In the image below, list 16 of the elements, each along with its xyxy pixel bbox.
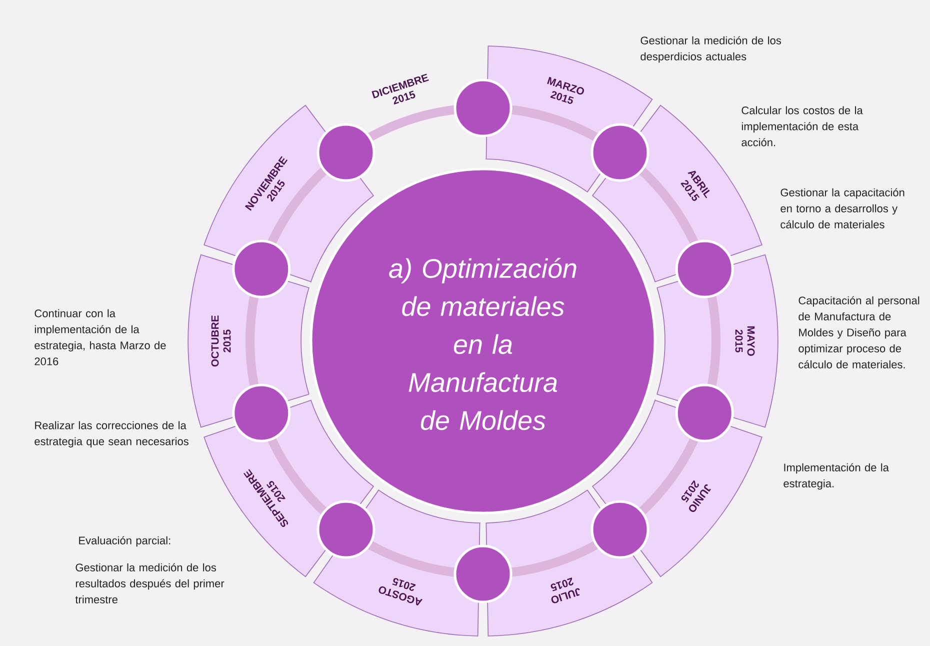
description-text: Gestionar la capacitación en torno a desarrollos y cálculo de materiales — [780, 188, 904, 228]
description-text: Evaluación parcial: — [79, 536, 170, 547]
milestone-circle — [454, 544, 512, 604]
milestone-circle — [232, 384, 291, 442]
milestone-circle — [316, 500, 376, 559]
description-text: Capacitación al personal de Manufactura de Moldes y Diseño para optimizar proceso de cálculo de materiales. — [798, 296, 920, 368]
description-text: Realizar las correcciones de la estrategia que sean necesarios — [34, 421, 188, 448]
milestone-circle — [675, 384, 734, 442]
description-text: Continuar con la implementación de la estrategia, hasta Marzo de 2016 — [34, 309, 166, 366]
milestone-circle — [675, 240, 734, 298]
milestone-circle — [454, 78, 512, 138]
milestone-circle — [316, 123, 376, 182]
description-text: Implementación de la estrategia. — [784, 463, 889, 490]
milestone-circle — [590, 500, 650, 559]
milestone-circle — [232, 240, 291, 298]
milestone-circle — [590, 123, 650, 182]
